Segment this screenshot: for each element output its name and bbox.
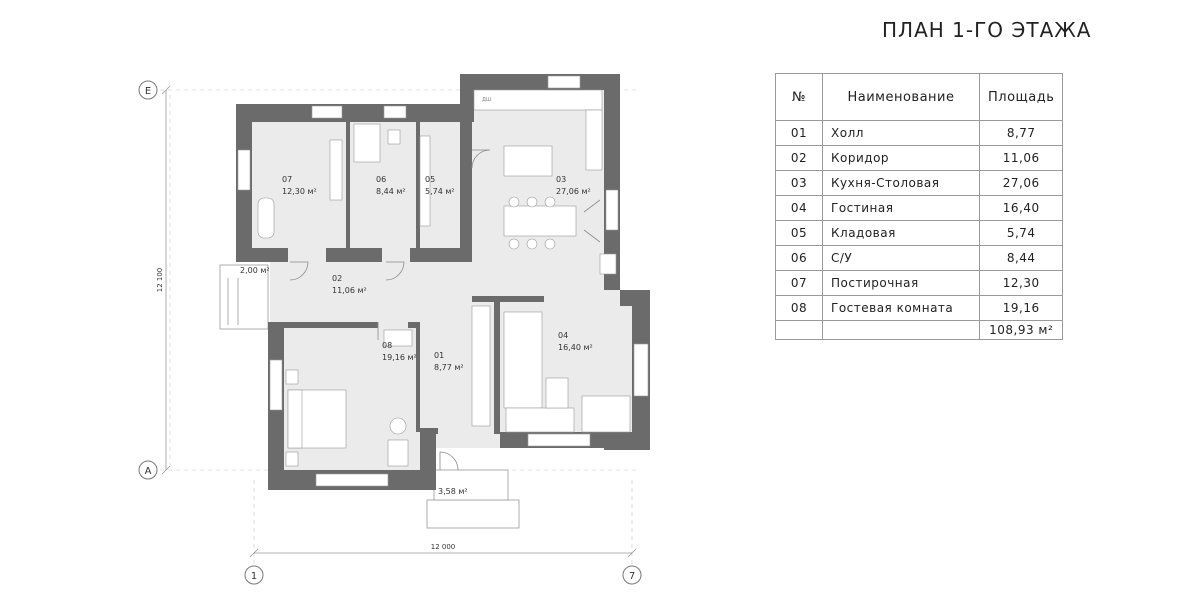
cell-number: 02 xyxy=(775,145,823,171)
table-row: 02 Коридор 11,06 xyxy=(775,145,1064,171)
plan-title: ПЛАН 1-ГО ЭТАЖА xyxy=(882,18,1092,42)
room-06-area: 8,44 м² xyxy=(376,187,406,196)
cell-area: 8,44 xyxy=(978,245,1064,271)
interior-walls xyxy=(236,120,544,434)
cell-area: 27,06 xyxy=(978,170,1064,196)
table-total-row: 108,93 м² xyxy=(775,320,1064,340)
cell-number: 05 xyxy=(775,220,823,246)
cell-name: Холл xyxy=(822,120,980,146)
doors xyxy=(289,149,601,471)
room-01-area: 8,77 м² xyxy=(434,363,464,372)
cell-name: Постирочная xyxy=(822,270,980,296)
cell-number: 01 xyxy=(775,120,823,146)
table-row: 08 Гостевая комната 19,16 xyxy=(775,295,1064,321)
cell-number: 06 xyxy=(775,245,823,271)
table-header-row: № Наименование Площадь xyxy=(775,73,1064,121)
furniture xyxy=(257,89,631,467)
cell-empty xyxy=(822,320,980,340)
terrace-bottom-area: 3,58 м² xyxy=(438,487,468,496)
windows xyxy=(237,75,649,487)
room-03-area: 27,06 м² xyxy=(556,187,591,196)
table-row: 06 С/У 8,44 xyxy=(775,245,1064,271)
cell-name: С/У xyxy=(822,245,980,271)
fixture-label: ДШ xyxy=(482,97,491,103)
terrace-left-area: 2,00 м² xyxy=(240,266,270,275)
cell-number: 03 xyxy=(775,170,823,196)
table-row: 04 Гостиная 16,40 xyxy=(775,195,1064,221)
room-04-area: 16,40 м² xyxy=(558,343,593,352)
cell-number: 08 xyxy=(775,295,823,321)
dimension-vertical: 12 100 xyxy=(156,268,164,293)
cell-name: Кладовая xyxy=(822,220,980,246)
porch-steps xyxy=(426,499,520,529)
axis-marker-right xyxy=(622,565,642,585)
table-row: 07 Постирочная 12,30 xyxy=(775,270,1064,296)
room-02-area: 11,06 м² xyxy=(332,286,367,295)
cell-name: Гостиная xyxy=(822,195,980,221)
room-03-number: 03 xyxy=(556,175,566,184)
room-02-number: 02 xyxy=(332,274,342,283)
cell-name: Кухня-Столовая xyxy=(822,170,980,196)
cell-area: 11,06 xyxy=(978,145,1064,171)
cell-empty xyxy=(775,320,823,340)
cell-area: 19,16 xyxy=(978,295,1064,321)
cell-area: 16,40 xyxy=(978,195,1064,221)
room-06-number: 06 xyxy=(376,175,386,184)
axis-marker-left xyxy=(244,565,264,585)
room-schedule-table: № Наименование Площадь 01 Холл 8,77 02 К… xyxy=(775,73,1064,340)
room-05-area: 5,74 м² xyxy=(425,187,455,196)
table-row: 03 Кухня-Столовая 27,06 xyxy=(775,170,1064,196)
total-area: 108,93 м² xyxy=(978,320,1064,340)
axis-label-bottom: А xyxy=(145,466,152,477)
room-08-area: 19,16 м² xyxy=(382,353,417,362)
cell-area: 12,30 xyxy=(978,270,1064,296)
cell-name: Коридор xyxy=(822,145,980,171)
header-name: Наименование xyxy=(822,73,980,121)
axis-marker-bottom xyxy=(138,460,158,480)
header-number: № xyxy=(775,73,823,121)
room-07-number: 07 xyxy=(282,175,292,184)
room-04-number: 04 xyxy=(558,331,568,340)
room-07-area: 12,30 м² xyxy=(282,187,317,196)
room-08-number: 08 xyxy=(382,341,392,350)
cell-area: 8,77 xyxy=(978,120,1064,146)
cell-number: 07 xyxy=(775,270,823,296)
axis-label-top: Е xyxy=(145,86,151,97)
room-05-number: 05 xyxy=(425,175,435,184)
axis-marker-top xyxy=(138,80,158,100)
room-01-number: 01 xyxy=(434,351,444,360)
table-row: 05 Кладовая 5,74 xyxy=(775,220,1064,246)
table-row: 01 Холл 8,77 xyxy=(775,120,1064,146)
cell-number: 04 xyxy=(775,195,823,221)
terrace-bottom xyxy=(433,469,509,501)
axis-label-right: 7 xyxy=(629,571,635,582)
cell-name: Гостевая комната xyxy=(822,295,980,321)
header-area: Площадь xyxy=(978,73,1064,121)
dimension-horizontal: 12 000 xyxy=(431,543,456,551)
dimension-lines xyxy=(161,85,637,558)
cell-area: 5,74 xyxy=(978,220,1064,246)
axis-label-left: 1 xyxy=(251,571,257,582)
